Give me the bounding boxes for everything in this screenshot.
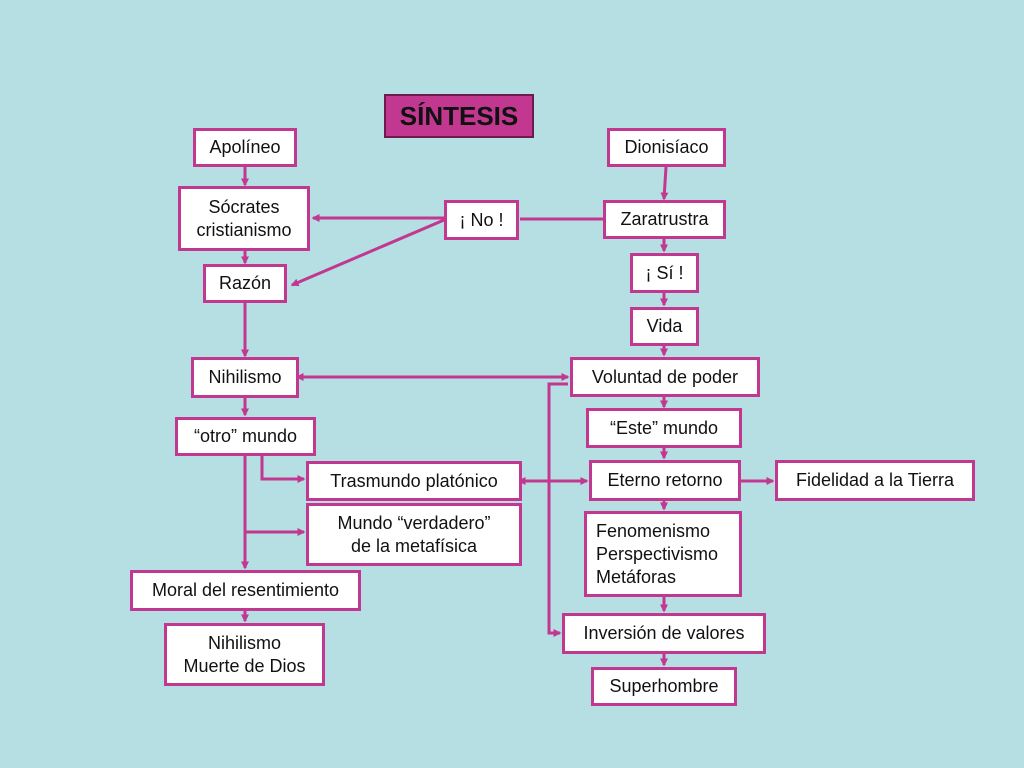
edge-voluntad-inversion — [547, 382, 568, 637]
node-superhombre: Superhombre — [591, 667, 737, 706]
edge-otro-trasmundo — [260, 456, 306, 483]
node-moral-resentimiento: Moral del resentimiento — [130, 570, 361, 611]
node-socrates-cristianismo: Sócrates cristianismo — [178, 186, 310, 251]
node-eterno-retorno: Eterno retorno — [589, 460, 741, 501]
node-razon: Razón — [203, 264, 287, 303]
node-nihilismo: Nihilismo — [191, 357, 299, 398]
node-fenomenismo: Fenomenismo Perspectivismo Metáforas — [584, 511, 742, 597]
node-dionisiaco: Dionisíaco — [607, 128, 726, 167]
edge-dionisiaco-zaratustra — [660, 166, 669, 201]
edge-no-razon — [290, 218, 445, 287]
node-otro-mundo: “otro” mundo — [175, 417, 316, 456]
node-zaratustra: Zaratrustra — [603, 200, 726, 239]
node-trasmundo-platonico: Trasmundo platónico — [306, 461, 522, 501]
node-vida: Vida — [630, 307, 699, 346]
node-apolineo: Apolíneo — [193, 128, 297, 167]
slide-title: SÍNTESIS — [384, 94, 534, 138]
node-inversion-valores: Inversión de valores — [562, 613, 766, 654]
node-este-mundo: “Este” mundo — [586, 408, 742, 448]
node-nihilismo-muerte-dios: Nihilismo Muerte de Dios — [164, 623, 325, 686]
node-voluntad-de-poder: Voluntad de poder — [570, 357, 760, 397]
node-fidelidad-tierra: Fidelidad a la Tierra — [775, 460, 975, 501]
node-no: ¡ No ! — [444, 200, 519, 240]
node-mundo-verdadero: Mundo “verdadero” de la metafísica — [306, 503, 522, 566]
node-si: ¡ Sí ! — [630, 253, 699, 293]
